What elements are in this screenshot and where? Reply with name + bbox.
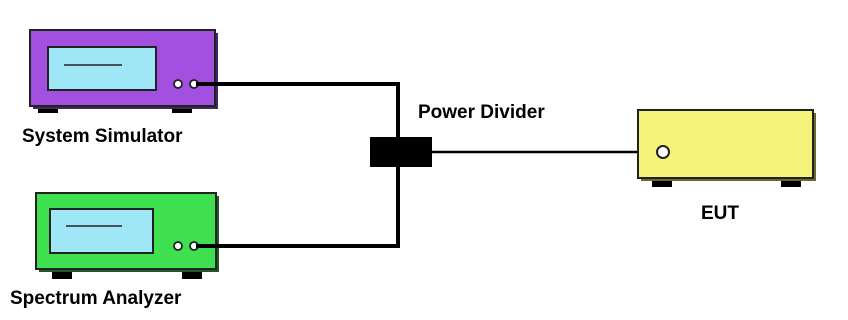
spectrum-analyzer-port-1-icon <box>173 241 183 251</box>
spectrum-analyzer-foot-right <box>182 270 202 279</box>
system-simulator-screen <box>47 46 157 91</box>
eut-foot-right <box>781 178 801 187</box>
system-simulator-port-1-icon <box>173 79 183 89</box>
spectrum-analyzer-foot-left <box>52 270 72 279</box>
cable-system-simulator-to-divider <box>196 82 400 140</box>
power-divider-label: Power Divider <box>418 102 545 123</box>
power-divider-block <box>370 137 432 167</box>
eut-device <box>637 109 816 187</box>
spectrum-analyzer-screen <box>49 208 154 254</box>
spectrum-analyzer-label: Spectrum Analyzer <box>10 288 182 309</box>
eut-port-icon <box>656 145 670 159</box>
eut-body <box>637 109 814 179</box>
cable-spectrum-analyzer-to-divider <box>196 164 400 248</box>
system-simulator-label: System Simulator <box>22 126 183 147</box>
cables <box>196 82 658 248</box>
eut-foot-left <box>652 178 672 187</box>
spectrum-analyzer-device <box>35 192 219 279</box>
eut-label: EUT <box>701 203 739 224</box>
system-simulator-device <box>29 29 218 113</box>
